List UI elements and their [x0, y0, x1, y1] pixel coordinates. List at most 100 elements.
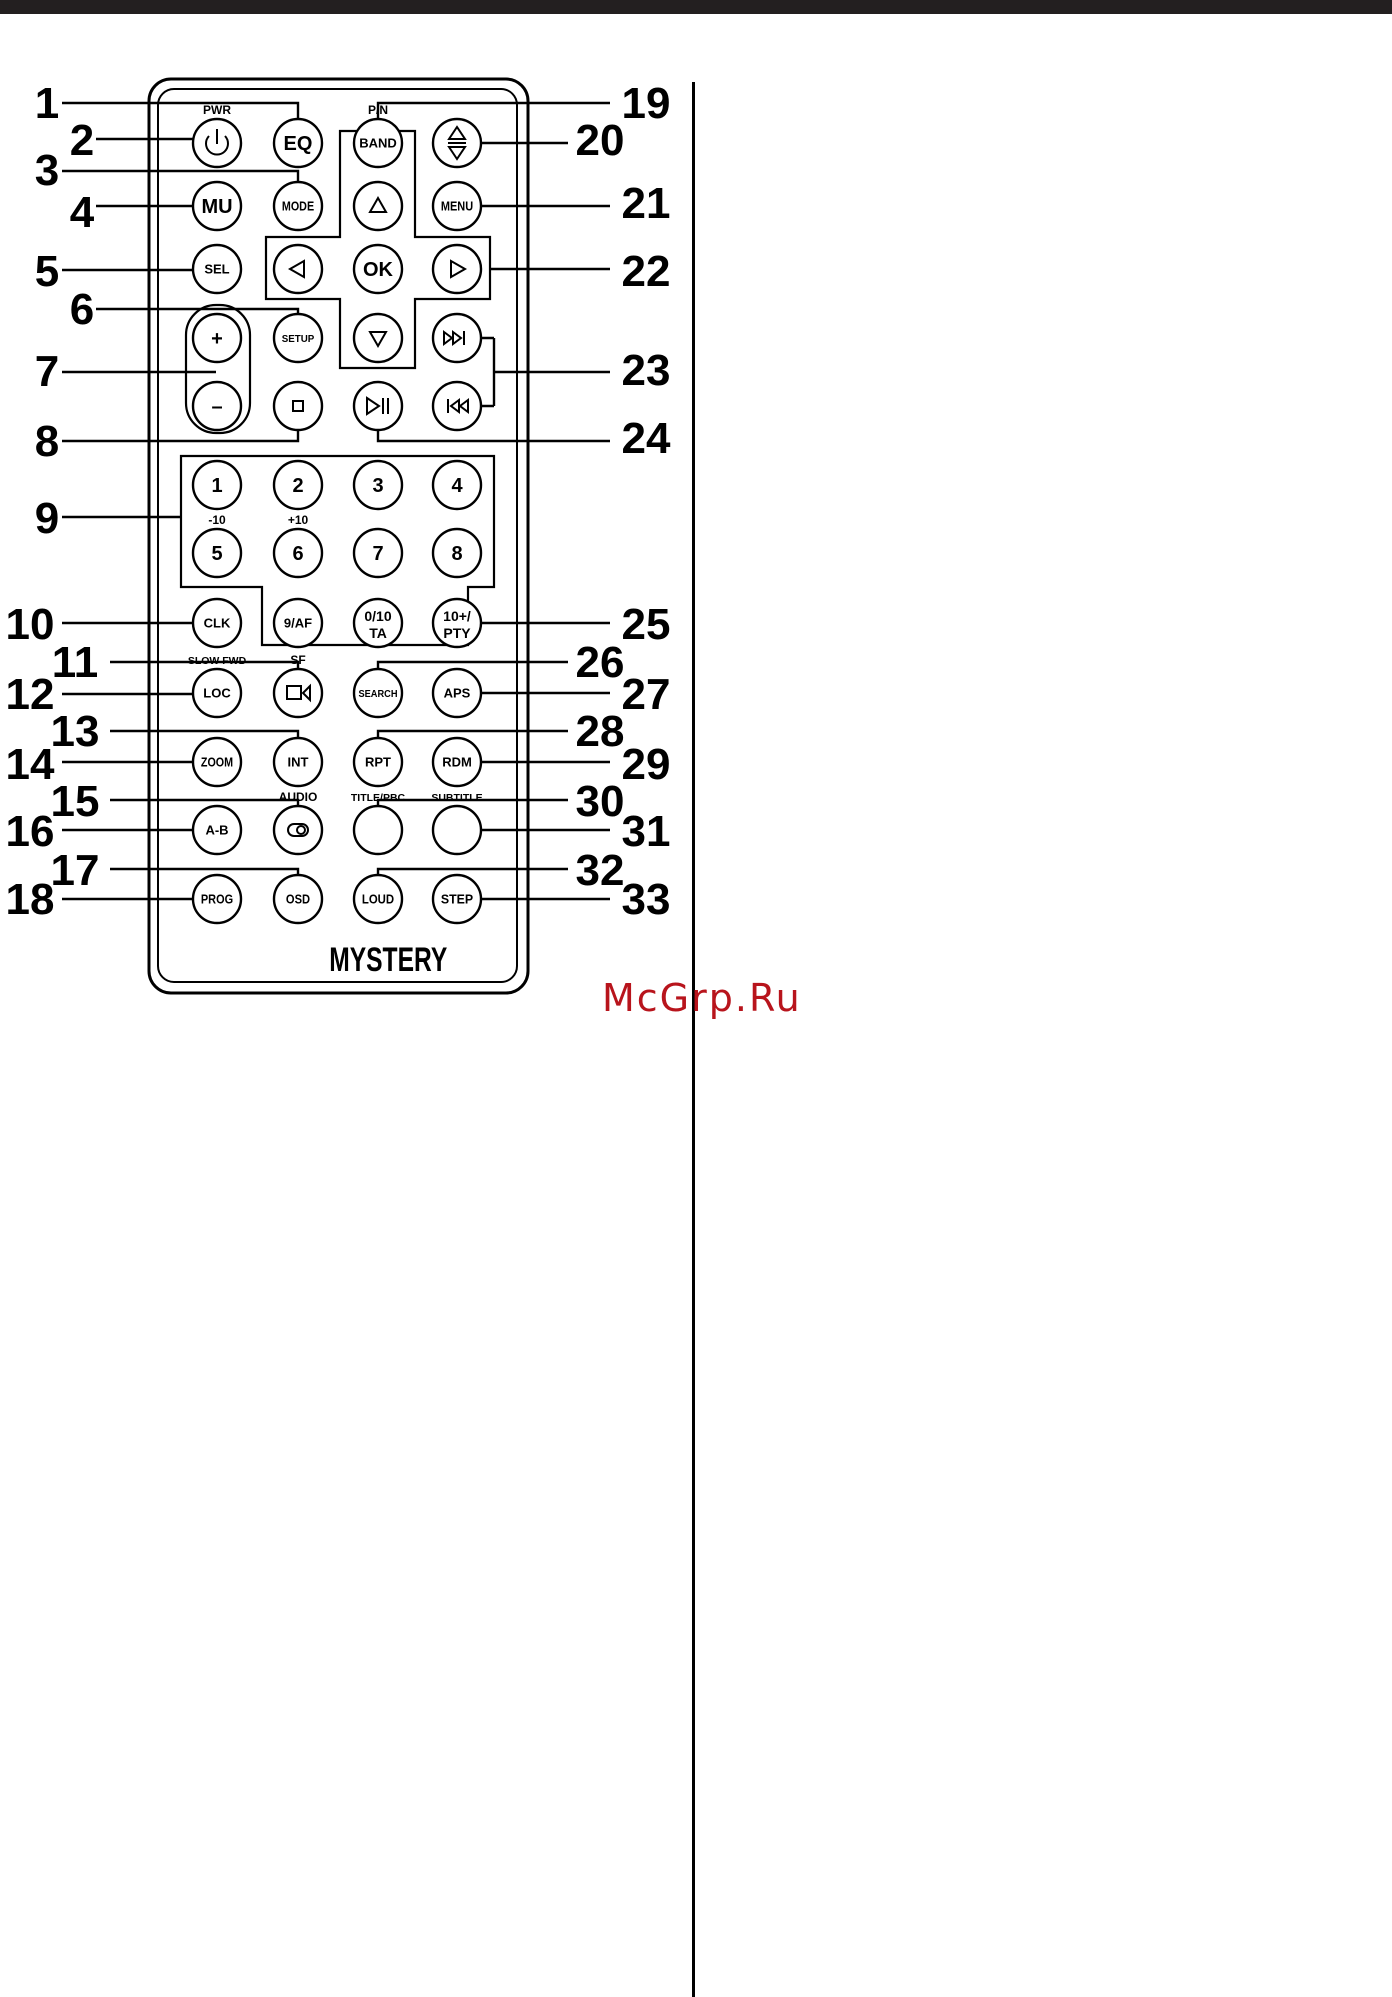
callout-17: 17	[51, 846, 100, 895]
button-pty-label: 10+/	[443, 608, 471, 624]
button-rdm[interactable]: RDM	[433, 738, 481, 786]
button-stop-circle[interactable]	[274, 382, 322, 430]
button-num1[interactable]: 1	[193, 461, 241, 509]
button-osd[interactable]: OSD	[274, 875, 322, 923]
callout-33: 33	[622, 875, 671, 924]
button-subtitle-circle[interactable]	[433, 806, 481, 854]
leader-line-28	[378, 731, 568, 738]
button-step[interactable]: STEP	[433, 875, 481, 923]
button-title-caption: TITLE/PBC	[351, 792, 406, 804]
button-play-pause[interactable]	[354, 382, 402, 430]
button-num5-label: 5	[211, 543, 222, 565]
button-up[interactable]	[354, 182, 402, 230]
button-left[interactable]	[274, 245, 322, 293]
button-slow-caption: SF	[290, 653, 305, 667]
callout-22: 22	[622, 247, 671, 296]
button-vol-down[interactable]: –	[193, 382, 241, 430]
button-eq-label: EQ	[284, 133, 313, 155]
button-clk[interactable]: CLK	[193, 599, 241, 647]
leader-line-1	[62, 103, 298, 119]
button-eq[interactable]: EQ	[274, 119, 322, 167]
callout-30: 30	[576, 777, 625, 826]
button-subtitle[interactable]: SUBTITLE	[431, 792, 482, 854]
button-loud[interactable]: LOUD	[354, 875, 402, 923]
button-pwr-caption: PWR	[203, 103, 231, 117]
button-int[interactable]: INT	[274, 738, 322, 786]
leader-line-3	[62, 171, 298, 182]
button-ok[interactable]: OK	[354, 245, 402, 293]
button-aps-label: APS	[444, 686, 471, 701]
button-band[interactable]: BAND P/N	[354, 103, 402, 167]
callout-28: 28	[576, 707, 625, 756]
button-num8-label: 8	[451, 543, 462, 565]
callout-6: 6	[70, 285, 94, 334]
button-num7[interactable]: 7	[354, 529, 402, 577]
callout-14: 14	[6, 740, 55, 789]
button-num5[interactable]: 5-10	[193, 513, 241, 577]
button-search-label: SEARCH	[358, 688, 397, 700]
button-mu[interactable]: MU	[193, 182, 241, 230]
button-num1-label: 1	[211, 475, 222, 497]
button-num8[interactable]: 8	[433, 529, 481, 577]
button-mode-label: MODE	[282, 199, 315, 214]
callout-29: 29	[622, 740, 671, 789]
button-num6[interactable]: 6+10	[274, 513, 322, 577]
button-band-label: BAND	[359, 136, 397, 151]
button-audio[interactable]: AUDIO	[274, 790, 322, 854]
button-ab-label: A-B	[205, 823, 228, 838]
button-prev-circle[interactable]	[433, 382, 481, 430]
button-num3[interactable]: 3	[354, 461, 402, 509]
button-num4[interactable]: 4	[433, 461, 481, 509]
button-up-circle[interactable]	[354, 182, 402, 230]
button-ab[interactable]: A-B	[193, 806, 241, 854]
button-menu-label: MENU	[441, 199, 473, 214]
button-menu[interactable]: MENU	[433, 182, 481, 230]
button-title[interactable]: TITLE/PBC	[351, 792, 406, 854]
button-prog[interactable]: PROG	[193, 875, 241, 923]
callout-13: 13	[51, 707, 100, 756]
button-title-circle[interactable]	[354, 806, 402, 854]
button-right-circle[interactable]	[433, 245, 481, 293]
button-osd-label: OSD	[286, 892, 310, 907]
button-zoom[interactable]: ZOOM	[193, 738, 241, 786]
button-mode[interactable]: MODE	[274, 182, 322, 230]
button-eject[interactable]	[433, 119, 481, 167]
button-down[interactable]	[354, 314, 402, 362]
button-num7-label: 7	[372, 543, 383, 565]
button-ta-label: 0/10	[364, 608, 391, 624]
button-mu-label: MU	[201, 196, 232, 218]
button-pty[interactable]: 10+/PTY	[433, 599, 481, 647]
button-prev[interactable]	[433, 382, 481, 430]
button-prog-label: PROG	[201, 892, 233, 907]
button-num3-label: 3	[372, 475, 383, 497]
button-af[interactable]: 9/AF	[274, 599, 322, 647]
button-pwr[interactable]: PWR	[193, 103, 241, 167]
leader-line-17	[110, 869, 298, 875]
callout-18: 18	[6, 875, 55, 924]
button-clk-label: CLK	[204, 616, 231, 631]
button-rpt[interactable]: RPT	[354, 738, 402, 786]
button-vol-up[interactable]: +	[193, 314, 241, 362]
button-left-circle[interactable]	[274, 245, 322, 293]
button-right[interactable]	[433, 245, 481, 293]
button-next[interactable]	[433, 314, 481, 362]
button-stop[interactable]	[274, 382, 322, 430]
button-slow-circle[interactable]	[274, 669, 322, 717]
button-aps[interactable]: APS	[433, 669, 481, 717]
button-down-circle[interactable]	[354, 314, 402, 362]
button-num2[interactable]: 2	[274, 461, 322, 509]
button-sel[interactable]: SEL	[193, 245, 241, 293]
button-rpt-label: RPT	[365, 755, 391, 770]
callout-11: 11	[52, 638, 99, 687]
button-band-caption: P/N	[368, 103, 388, 117]
callout-31: 31	[622, 807, 671, 856]
callout-1: 1	[35, 79, 59, 128]
button-search[interactable]: SEARCH	[354, 669, 402, 717]
button-next-circle[interactable]	[433, 314, 481, 362]
button-num4-label: 4	[451, 475, 463, 497]
callout-4: 4	[70, 188, 95, 237]
callout-10: 10	[6, 600, 55, 649]
button-setup[interactable]: SETUP	[274, 314, 322, 362]
